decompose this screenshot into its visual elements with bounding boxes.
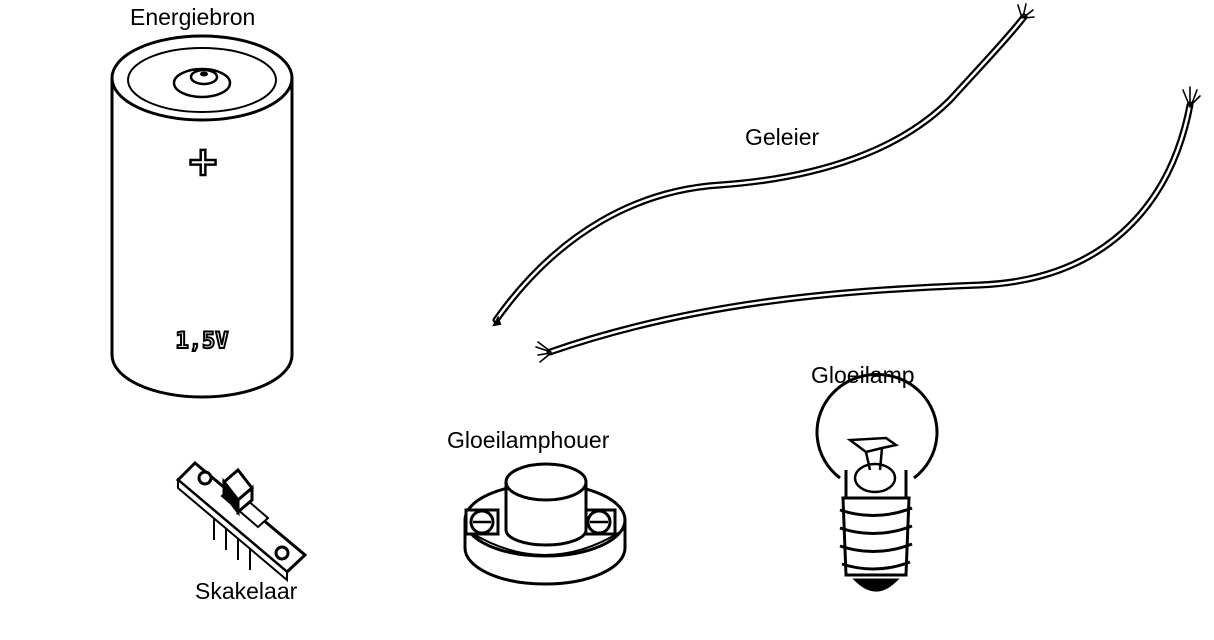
battery-label: Energiebron: [130, 4, 256, 30]
wire-lower-icon: [535, 86, 1201, 363]
lamp-holder-label: Gloeilamphouer: [447, 427, 610, 453]
lamp-holder-icon: [463, 462, 627, 586]
wire-label: Geleier: [745, 124, 820, 150]
light-bulb-icon: [815, 372, 939, 592]
battery-voltage-label: 1,5V: [176, 329, 229, 354]
lamp-label: Gloeilamp: [811, 362, 915, 388]
switch-label: Skakelaar: [195, 578, 298, 604]
slide-switch-icon: [175, 460, 308, 583]
battery-icon: [110, 34, 294, 399]
battery-plus-sign: +: [186, 139, 220, 185]
wire-upper-icon: [492, 3, 1035, 327]
